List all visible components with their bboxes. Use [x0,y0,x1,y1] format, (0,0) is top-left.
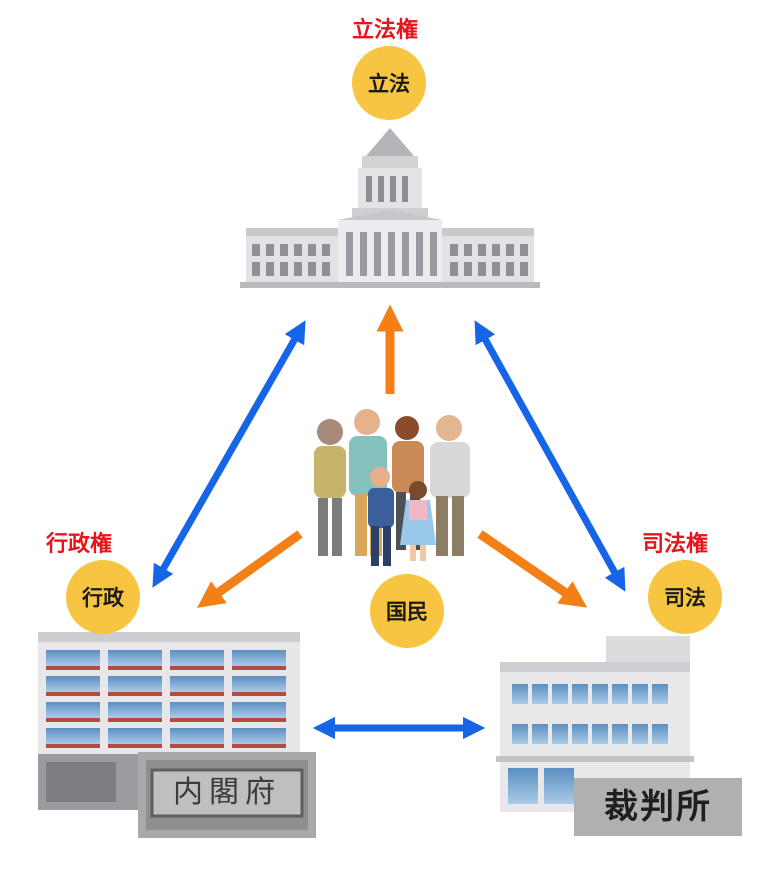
people-badge: 国民 [370,574,444,648]
arrow-executive-legislative [152,320,306,588]
diet-building-icon [240,128,540,288]
arrow-people-to-executive [197,530,303,608]
cabinet-office-sign-text: 内閣府 [173,775,281,810]
legislative-power-label: 立法権 [352,18,419,43]
judicial-power-label: 司法権 [642,532,709,557]
legislative-badge: 立法 [352,46,426,120]
people-family-icon [314,409,470,566]
judicial-badge: 司法 [648,560,722,634]
courthouse-sign-text: 裁判所 [604,787,712,827]
arrow-people-to-judicial [477,530,588,608]
executive-badge: 行政 [66,560,140,634]
executive-power-label: 行政権 [46,532,113,557]
courthouse-sign [574,778,742,836]
cabinet-office-sign [138,752,316,838]
arrow-legislative-judicial [474,320,626,592]
